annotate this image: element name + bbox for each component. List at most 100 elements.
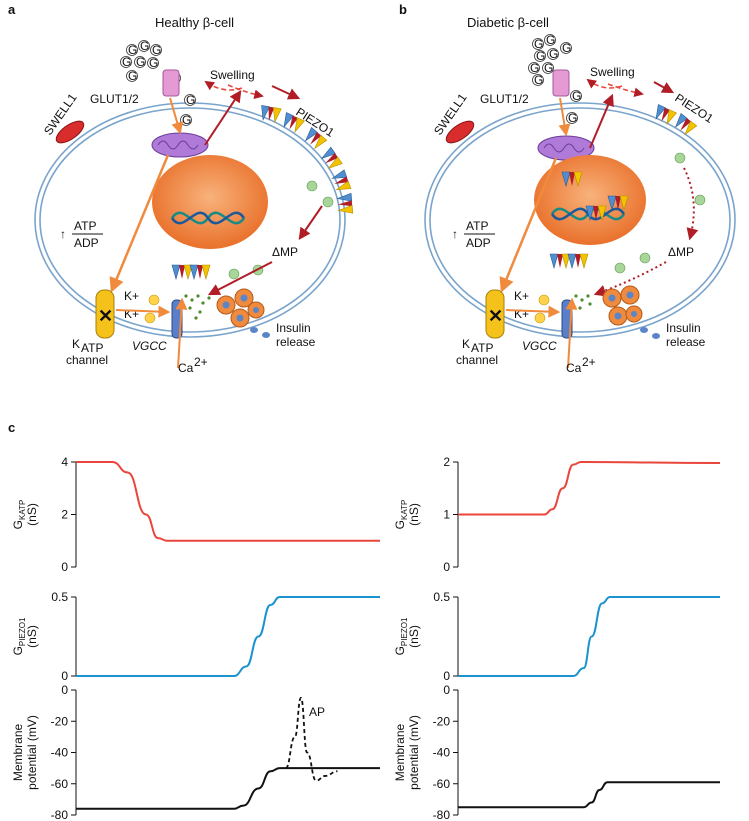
- adp-label-b: ADP: [466, 236, 491, 250]
- calcium-sup-label-b: 2+: [582, 355, 596, 369]
- panel-label-b: b: [399, 2, 407, 17]
- panel-label-c: c: [8, 420, 15, 435]
- vgcc-label-b: VGCC: [522, 339, 557, 353]
- svg-text:G: G: [534, 37, 543, 51]
- svg-text:G: G: [549, 47, 558, 61]
- y-axis-unit: (nS): [25, 625, 39, 648]
- y-tick-label: 0.5: [433, 590, 450, 604]
- glucose-cluster: G G G G G G G G G G: [120, 39, 196, 127]
- mito-to-katp-arrow: [109, 154, 170, 293]
- piezo-to-dmp-arrow-b: [683, 167, 699, 241]
- calcium-label: Ca: [178, 361, 194, 375]
- y-axis-unit: (nS): [25, 503, 39, 526]
- svg-text:G: G: [152, 43, 161, 57]
- y-tick-label: -60: [51, 777, 69, 791]
- calcium-sup-label: 2+: [194, 355, 208, 369]
- k-plus-label-2: K+: [124, 307, 139, 321]
- svg-text:G: G: [534, 73, 543, 87]
- y-axis-label: GKATP: [393, 500, 409, 530]
- y-axis-unit: (nS): [407, 625, 421, 648]
- y-tick-label: 0: [443, 669, 450, 683]
- k-efflux-arrow: [115, 305, 171, 318]
- series-line: [458, 460, 721, 516]
- glut-to-mito-arrow-b: [558, 97, 571, 137]
- panel-title-diabetic: Diabetic β-cell: [467, 15, 549, 30]
- y-tick-label: 0: [61, 683, 68, 697]
- k-efflux-arrow-b: [505, 305, 561, 318]
- glut-label: GLUT1/2: [90, 92, 139, 106]
- calcium-influx-arrow: [175, 297, 188, 369]
- swelling-arrow-left-b: [586, 78, 623, 89]
- katp-k-label-b: K: [462, 337, 470, 351]
- chart-diabetic-0: 2 1 0 GKATP(nS): [393, 455, 721, 574]
- svg-text:G: G: [122, 55, 131, 69]
- nucleus-icon: [152, 155, 268, 249]
- insulin-label-b: Insulin: [666, 321, 701, 335]
- calcium-dots: [184, 294, 211, 320]
- mito-to-swelling-arrow-b: [589, 93, 614, 149]
- cell-membrane-outer-b: [424, 102, 736, 338]
- swelling-to-piezo-arrow-b: [653, 81, 675, 94]
- svg-text:G: G: [149, 56, 158, 70]
- k-plus-label-b1: K+: [514, 289, 529, 303]
- atp-label-b: ATP: [466, 219, 488, 233]
- piezo1-cytosolic-b: [549, 253, 589, 269]
- insulin-granules-icon-b: [602, 285, 660, 339]
- katp-k-label: K: [72, 337, 80, 351]
- y-axis-label: Membrane: [393, 723, 407, 781]
- glut-transporter-icon-b: [552, 69, 570, 97]
- y-tick-label: -60: [433, 777, 451, 791]
- k-plus-label-1: K+: [124, 289, 139, 303]
- panel-b: b Diabetic β-cell G G G G G G G G G G G …: [399, 2, 736, 375]
- svg-text:G: G: [186, 93, 195, 107]
- y-tick-label: 2: [61, 508, 68, 522]
- series-line: [457, 595, 720, 677]
- calcium-dots-b: [574, 294, 592, 310]
- chart-diabetic-1: 0.5 0 GPIEZO1(nS): [393, 590, 720, 683]
- calcium-label-b: Ca: [566, 361, 582, 375]
- glut-transporter-icon: [162, 69, 180, 97]
- vgcc-label: VGCC: [132, 339, 167, 353]
- piezo-to-dmp-arrow: [298, 205, 323, 240]
- swell1-channel-icon: [55, 120, 85, 144]
- glut-label-b: GLUT1/2: [480, 92, 529, 106]
- dmp-to-vgcc-arrow-b: [593, 261, 667, 297]
- swell1-channel-icon-b: [445, 120, 475, 144]
- panel-c-charts: 420GKATP(nS)0.50GPIEZO1(nS)0-20-40-60-80…: [11, 455, 721, 821]
- nucleus-icon-b: [534, 155, 646, 245]
- y-tick-label: 0: [443, 560, 450, 574]
- katp-sub-label: ATP: [81, 341, 103, 355]
- swelling-label: Swelling: [210, 68, 255, 82]
- panel-label-a: a: [8, 2, 16, 17]
- y-axis-unit: (nS): [407, 503, 421, 526]
- k-plus-label-b2: K+: [514, 307, 529, 321]
- svg-text:G: G: [128, 43, 137, 57]
- y-axis-label: GPIEZO1: [393, 617, 409, 655]
- adp-label: ADP: [74, 236, 99, 250]
- swelling-arrow-right-b: [607, 83, 644, 98]
- y-tick-label: 1: [443, 508, 450, 522]
- svg-text:G: G: [562, 41, 571, 55]
- y-tick-label: -80: [51, 808, 69, 821]
- katp-blocked-icon-b: ✕: [488, 306, 503, 326]
- y-tick-label: 2: [443, 455, 450, 469]
- katp-sub-label-b: ATP: [471, 341, 493, 355]
- katp-channel-icon-b: [485, 289, 505, 339]
- series-line: [76, 461, 380, 542]
- svg-text:G: G: [530, 61, 539, 75]
- svg-text:G: G: [128, 69, 137, 83]
- swelling-to-piezo-arrow: [271, 85, 301, 100]
- piezo1-cytosolic: [171, 264, 211, 280]
- y-tick-label: 0.5: [51, 590, 68, 604]
- svg-text:G: G: [536, 49, 545, 63]
- svg-text:G: G: [140, 39, 149, 53]
- cell-membrane-inner: [39, 107, 341, 333]
- svg-text:G: G: [136, 55, 145, 69]
- katp-channel-icon: [95, 289, 115, 339]
- delta-mp-label: ΔMP: [272, 245, 298, 259]
- calcium-influx-arrow-b: [565, 297, 578, 369]
- series-line: [458, 781, 720, 809]
